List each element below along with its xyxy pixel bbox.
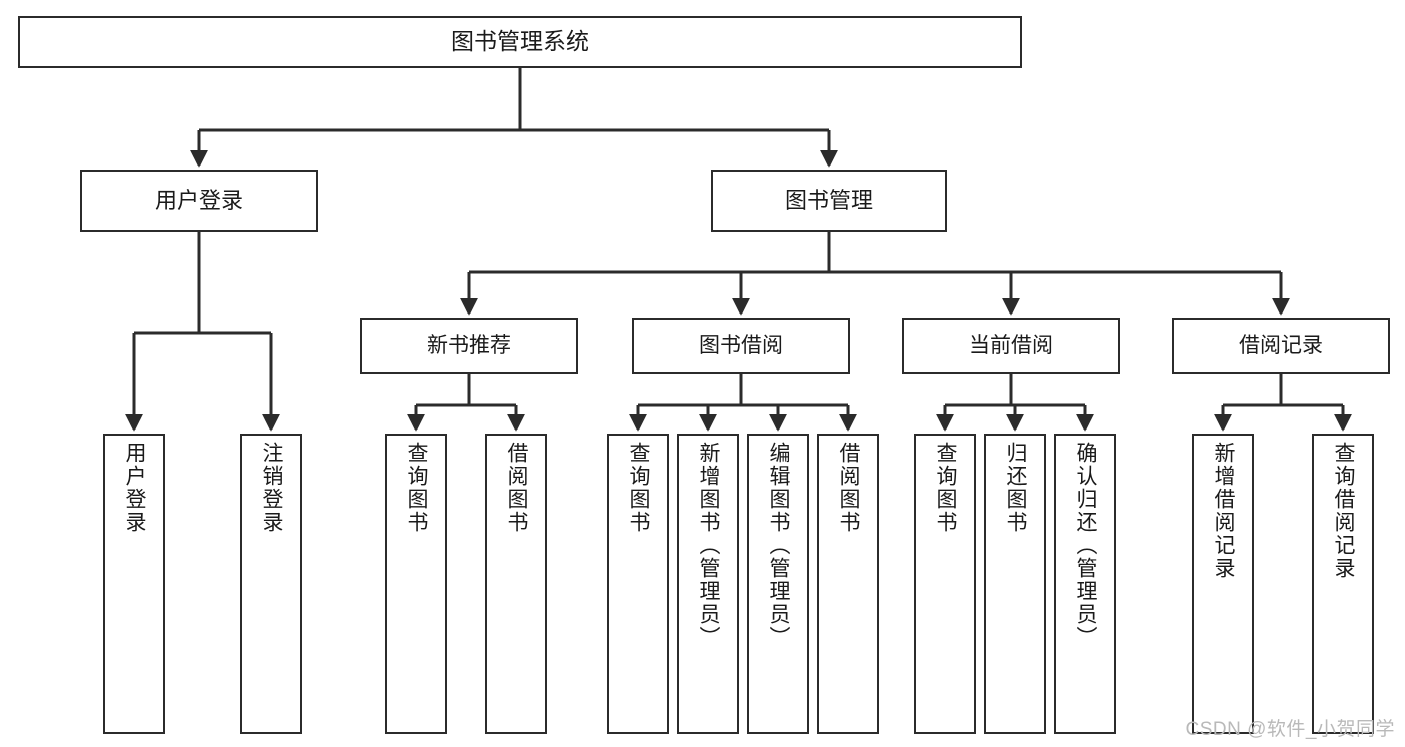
node-book-management[interactable]: 图书管理: [711, 170, 947, 232]
leaf-node-label: 借阅图书: [837, 442, 861, 534]
node-new-book-recommend[interactable]: 新书推荐: [360, 318, 578, 374]
leaf-node[interactable]: 借阅图书: [817, 434, 879, 734]
leaf-node-label: 归还图书: [1004, 442, 1028, 534]
node-root-label: 图书管理系统: [451, 28, 589, 55]
leaf-node[interactable]: 新增借阅记录: [1192, 434, 1254, 734]
leaf-node-label: 新增借阅记录: [1212, 442, 1236, 580]
node-borrow-record[interactable]: 借阅记录: [1172, 318, 1390, 374]
leaf-node-label: 确认归还（管理员）: [1074, 442, 1098, 649]
leaf-node-label: 新增图书（管理员）: [697, 442, 721, 649]
leaf-node-label: 借阅图书: [505, 442, 529, 534]
node-current-borrow[interactable]: 当前借阅: [902, 318, 1120, 374]
leaf-node[interactable]: 注销登录: [240, 434, 302, 734]
node-book-borrow-label: 图书借阅: [699, 334, 783, 358]
leaf-node-label: 用户登录: [123, 442, 147, 534]
leaf-node-label: 查询图书: [405, 442, 429, 534]
leaf-node[interactable]: 用户登录: [103, 434, 165, 734]
leaf-node[interactable]: 编辑图书（管理员）: [747, 434, 809, 734]
leaf-node[interactable]: 确认归还（管理员）: [1054, 434, 1116, 734]
leaf-node[interactable]: 查询图书: [385, 434, 447, 734]
node-current-borrow-label: 当前借阅: [969, 334, 1053, 358]
node-user-login-label: 用户登录: [154, 187, 243, 213]
leaf-node[interactable]: 借阅图书: [485, 434, 547, 734]
leaf-node-label: 查询图书: [934, 442, 958, 534]
leaf-node-label: 编辑图书（管理员）: [767, 442, 791, 649]
node-root[interactable]: 图书管理系统: [18, 16, 1022, 68]
leaf-node-label: 查询借阅记录: [1332, 442, 1356, 580]
node-new-book-recommend-label: 新书推荐: [427, 334, 511, 358]
leaf-node[interactable]: 查询借阅记录: [1312, 434, 1374, 734]
leaf-node-label: 注销登录: [260, 442, 284, 534]
node-user-login[interactable]: 用户登录: [80, 170, 318, 232]
watermark-text: CSDN @软件_小贺同学: [1185, 719, 1395, 740]
leaf-node-label: 查询图书: [627, 442, 651, 534]
node-book-borrow[interactable]: 图书借阅: [632, 318, 850, 374]
leaf-node[interactable]: 新增图书（管理员）: [677, 434, 739, 734]
node-book-management-label: 图书管理: [784, 187, 873, 213]
leaf-node[interactable]: 归还图书: [984, 434, 1046, 734]
leaf-node[interactable]: 查询图书: [914, 434, 976, 734]
leaf-node[interactable]: 查询图书: [607, 434, 669, 734]
node-borrow-record-label: 借阅记录: [1239, 334, 1323, 358]
